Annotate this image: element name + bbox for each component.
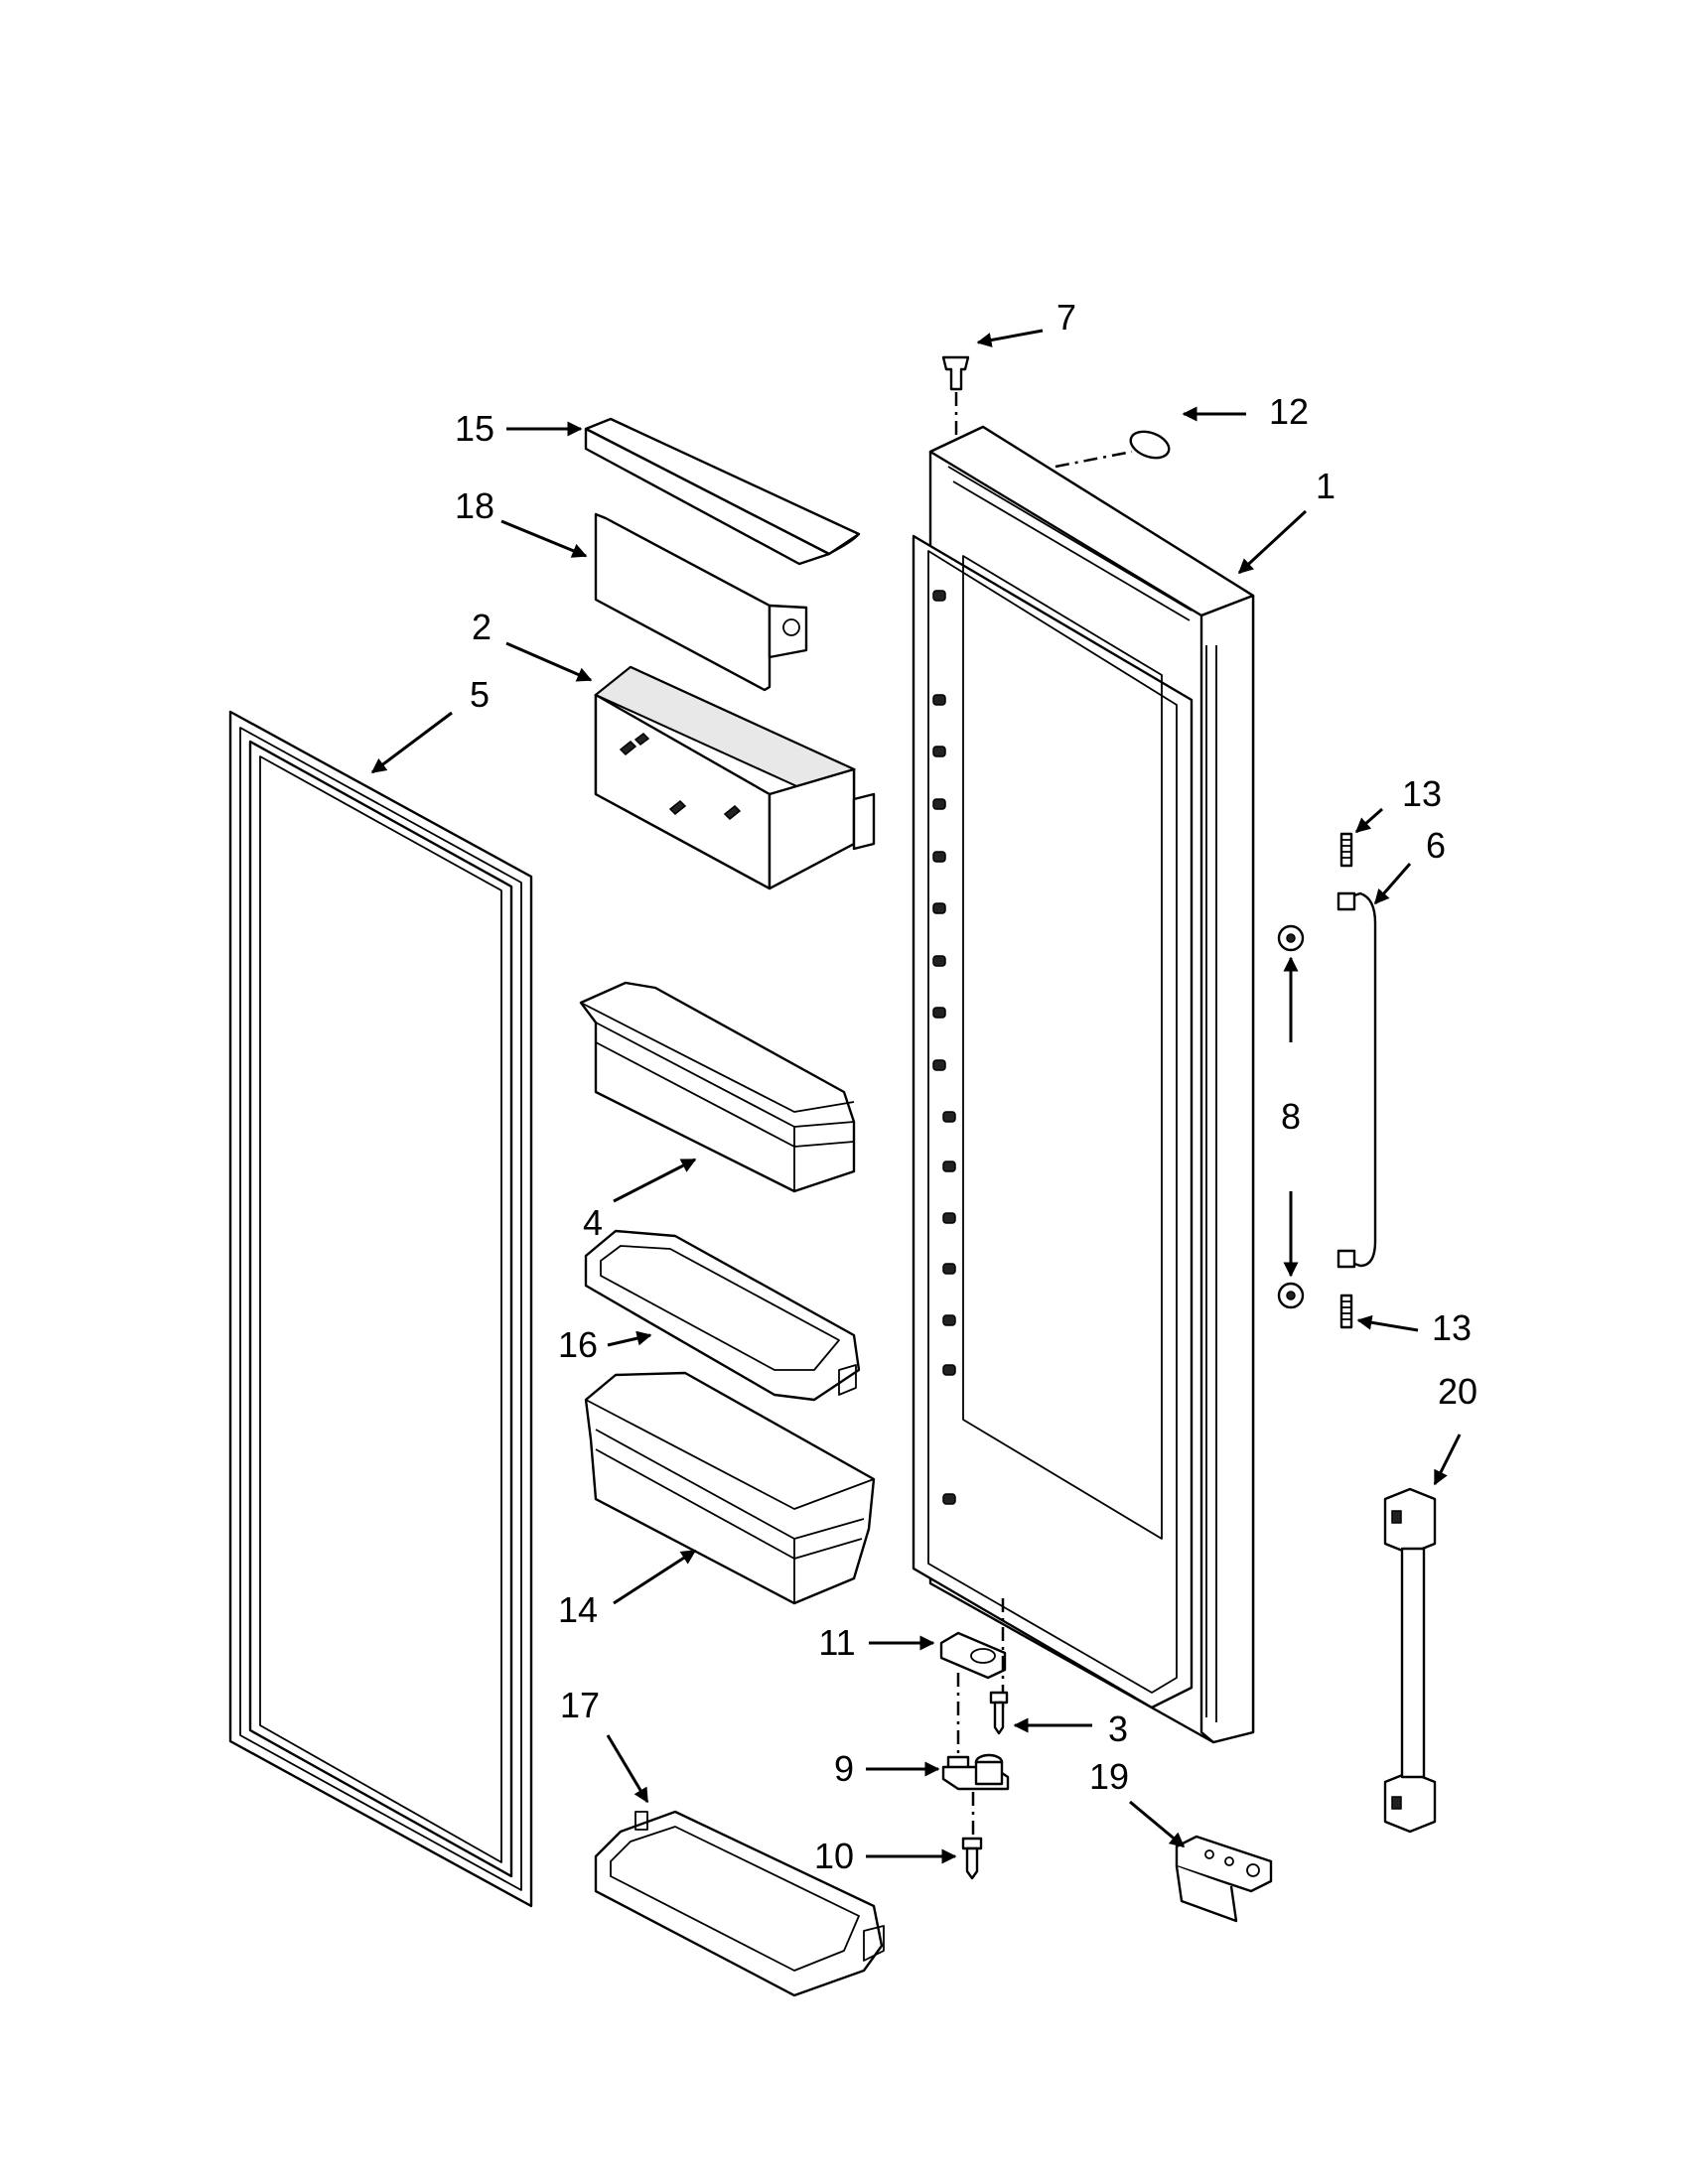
hinge-bushing-part [941, 355, 970, 391]
dairy-door-part [584, 417, 861, 566]
door-assembly-part [912, 425, 1255, 1744]
door-handle-part [1336, 891, 1377, 1269]
hinge-pin-screw-part [961, 1837, 983, 1880]
handle-spacer-top-part [1277, 924, 1305, 952]
callout-15: 15 [454, 408, 495, 449]
handle-spacer-bottom-part [1277, 1282, 1305, 1309]
leader-lines [370, 329, 1462, 1864]
callout-13-top: 13 [1401, 773, 1443, 814]
dairy-bin-part [594, 665, 876, 890]
callout-9: 9 [833, 1748, 855, 1789]
callout-14: 14 [557, 1589, 599, 1630]
callout-16: 16 [557, 1324, 599, 1365]
door-shelf-pegs [932, 590, 956, 1505]
bottom-hinge-part [941, 1753, 1010, 1791]
callout-19: 19 [1088, 1756, 1130, 1797]
dairy-door-panel-part [594, 512, 808, 692]
callout-7: 7 [1055, 297, 1077, 338]
bottom-hinge-plate-part [939, 1631, 1007, 1680]
callout-13-bottom: 13 [1431, 1307, 1473, 1348]
callout-18: 18 [454, 485, 495, 526]
door-bin-part [579, 981, 856, 1193]
callout-17: 17 [559, 1685, 601, 1725]
callout-20: 20 [1437, 1371, 1478, 1412]
door-shelf-part [584, 1229, 861, 1402]
bottom-door-bin-part [594, 1810, 885, 1997]
door-gasket-part [228, 710, 533, 1908]
handle-screw-bottom-part [1339, 1294, 1353, 1329]
callout-1: 1 [1315, 466, 1336, 506]
hinge-cover-part [1175, 1835, 1273, 1923]
callout-10: 10 [813, 1836, 855, 1876]
large-door-bin-part [584, 1371, 876, 1605]
handle-screw-top-part [1339, 832, 1353, 868]
callout-8: 8 [1280, 1096, 1302, 1137]
trim-handle-part [1383, 1487, 1437, 1834]
hinge-plug-part [1129, 430, 1171, 460]
callout-12: 12 [1268, 391, 1310, 432]
callout-3: 3 [1107, 1708, 1129, 1749]
hinge-screw-part [989, 1691, 1009, 1735]
callout-2: 2 [471, 607, 492, 647]
callout-4: 4 [582, 1202, 604, 1243]
callout-6: 6 [1425, 825, 1447, 866]
callout-11: 11 [818, 1622, 856, 1663]
callout-5: 5 [469, 674, 491, 715]
